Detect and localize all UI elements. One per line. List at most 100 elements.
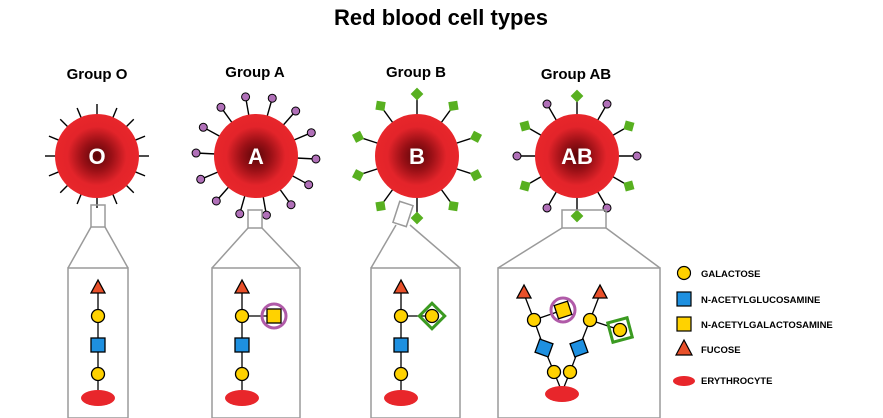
galactose-icon bbox=[562, 364, 578, 380]
legend-item-fucose: FUCOSE bbox=[675, 338, 741, 356]
a-antigen-ring bbox=[260, 302, 288, 330]
cell-letter-a: A bbox=[248, 144, 264, 169]
b-antigen-tip-icon bbox=[351, 169, 365, 182]
n-acetylgalactosamine-icon bbox=[266, 308, 282, 324]
b-antigen-tip-icon bbox=[570, 209, 584, 223]
b-antigen-tip-icon bbox=[469, 169, 483, 182]
b-antigen-ring bbox=[417, 301, 447, 331]
zoom-callouts bbox=[67, 200, 661, 418]
a-antigen-tip-icon bbox=[267, 93, 277, 103]
n-acetylglucosamine-icon bbox=[534, 338, 554, 358]
fucose-icon bbox=[515, 283, 533, 299]
cell-group-ab: AB bbox=[535, 114, 619, 198]
n-acetylglucosamine-icon bbox=[90, 337, 106, 353]
antigen-stalk bbox=[111, 192, 118, 205]
a-antigen-tip-icon bbox=[542, 99, 552, 109]
red-blood-cell-a bbox=[214, 114, 298, 198]
chain-b bbox=[384, 278, 447, 406]
galactose-icon bbox=[234, 366, 250, 382]
diagram-title: Red blood cell types bbox=[334, 5, 548, 30]
zoom-source-box-ab bbox=[561, 209, 607, 229]
a-antigen-tip-icon bbox=[196, 174, 206, 184]
chain-o bbox=[81, 278, 115, 406]
cell-letter-ab: AB bbox=[561, 144, 593, 169]
zoom-source-box-a bbox=[247, 209, 263, 229]
n-acetylglucosamine-icon bbox=[569, 338, 589, 358]
detail-box-o bbox=[67, 267, 129, 418]
group-label-ab: Group AB bbox=[541, 66, 611, 83]
b-antigen-tip-icon bbox=[375, 201, 386, 212]
n-acetylgalactosamine-icon bbox=[553, 300, 573, 320]
legend-item-erythrocyte: ERYTHROCYTE bbox=[673, 376, 772, 387]
a-antigen-tip-icon bbox=[211, 196, 221, 206]
fucose-icon bbox=[392, 278, 410, 294]
antigen-stalk bbox=[59, 118, 70, 129]
antigen-stalk bbox=[133, 135, 146, 142]
a-antigen-tip-icon bbox=[291, 106, 301, 116]
antigen-stalk bbox=[59, 183, 70, 194]
antigen-stalk bbox=[124, 118, 135, 129]
zoom-source-box-o bbox=[90, 204, 106, 228]
galactose-icon bbox=[393, 308, 409, 324]
legend-label-galnac: N-ACETYLGALACTOSAMINE bbox=[701, 320, 833, 331]
a-antigen-tip-icon bbox=[311, 154, 321, 164]
fucose-icon bbox=[233, 278, 251, 294]
legend-item-galnac: N-ACETYLGALACTOSAMINE bbox=[676, 316, 833, 332]
b-antigen-tip-icon bbox=[448, 100, 459, 111]
legend-label-glcnac: N-ACETYLGLUCOSAMINE bbox=[701, 295, 820, 306]
a-antigen-tip-icon bbox=[602, 203, 612, 213]
galactose-icon bbox=[582, 312, 598, 328]
antigen-stalk bbox=[76, 192, 83, 205]
erythrocyte-icon bbox=[81, 390, 115, 406]
a-antigen-tip-icon bbox=[286, 200, 296, 210]
cell-group-o: O bbox=[55, 114, 139, 198]
a-antigen-tip-icon bbox=[632, 151, 642, 161]
b-antigen-tip-icon bbox=[448, 201, 459, 212]
cell-letter-o: O bbox=[88, 144, 105, 169]
galactose-icon bbox=[424, 308, 440, 324]
erythrocyte-icon bbox=[545, 386, 579, 402]
legend-label-erythrocyte: ERYTHROCYTE bbox=[701, 376, 772, 387]
chain-a bbox=[225, 278, 288, 406]
a-antigen-tip-icon bbox=[542, 203, 552, 213]
red-blood-cell-b bbox=[375, 114, 459, 198]
b-antigen-tip-icon bbox=[519, 180, 531, 192]
detail-box-ab bbox=[497, 267, 661, 418]
b-antigen-tip-icon bbox=[623, 120, 635, 132]
red-blood-cell-ab bbox=[535, 114, 619, 198]
b-antigen-tip-icon bbox=[351, 130, 365, 143]
b-antigen-tip-icon bbox=[375, 100, 386, 111]
a-antigen-tip-icon bbox=[261, 210, 271, 220]
cell-group-a: A bbox=[214, 114, 298, 198]
detail-box-a bbox=[211, 267, 301, 418]
b-antigen-tip-icon bbox=[570, 89, 584, 103]
fucose-icon bbox=[89, 278, 107, 294]
galactose-icon bbox=[526, 312, 542, 328]
galactose-icon bbox=[90, 308, 106, 324]
n-acetylglucosamine-icon bbox=[393, 337, 409, 353]
b-antigen-tip-icon bbox=[410, 87, 424, 101]
a-antigen-tip-icon bbox=[198, 122, 208, 132]
legend-label-galactose: GALACTOSE bbox=[701, 269, 760, 280]
group-label-o: Group O bbox=[67, 66, 128, 83]
a-antigen-tip-icon bbox=[306, 128, 316, 138]
n-acetylglucosamine-icon bbox=[234, 337, 250, 353]
legend-item-galactose: GALACTOSE bbox=[676, 265, 760, 281]
erythrocyte-icon bbox=[673, 376, 695, 386]
antigen-spikes bbox=[45, 87, 642, 225]
detail-box-b bbox=[370, 267, 461, 418]
n-acetylgalactosamine-icon bbox=[676, 316, 692, 332]
red-blood-cell-o bbox=[55, 114, 139, 198]
galactose-icon bbox=[234, 308, 250, 324]
chain-ab bbox=[515, 283, 635, 402]
b-antigen-ring bbox=[605, 315, 635, 345]
a-antigen-tip-icon bbox=[191, 148, 201, 158]
fucose-icon bbox=[675, 338, 693, 356]
group-label-a: Group A bbox=[225, 64, 285, 81]
a-antigen-tip-icon bbox=[235, 209, 245, 219]
legend-label-fucose: FUCOSE bbox=[701, 345, 741, 356]
antigen-stalk bbox=[133, 170, 146, 177]
group-label-b: Group B bbox=[386, 64, 446, 81]
